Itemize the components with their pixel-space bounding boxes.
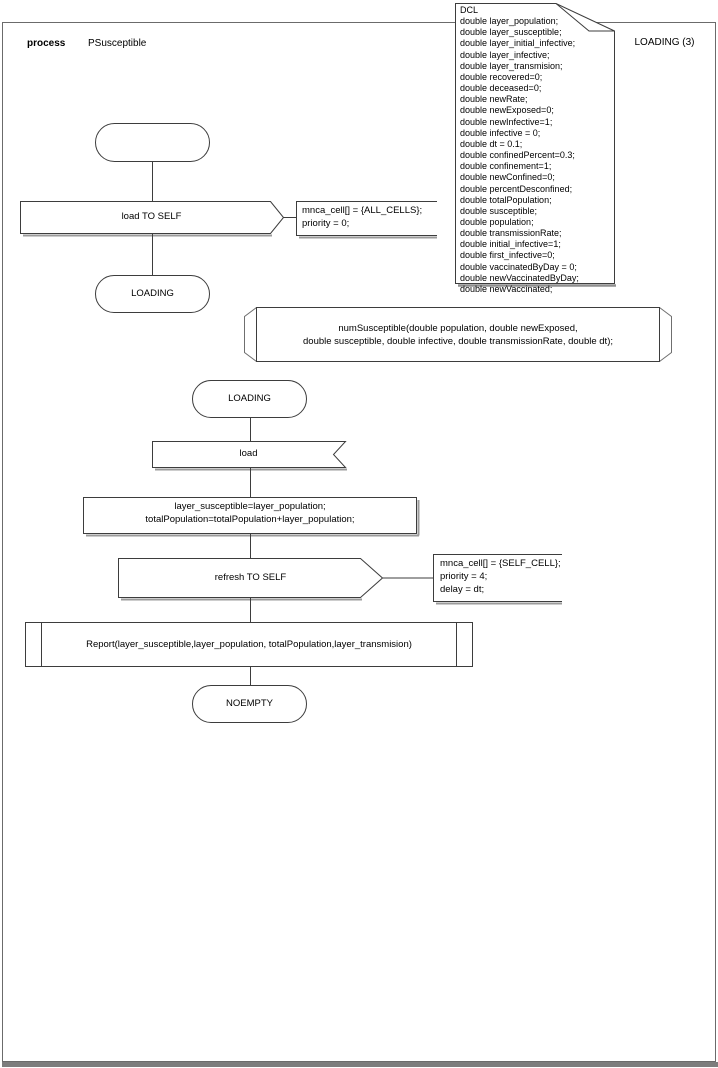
state-symbol-noempty — [192, 685, 307, 723]
task-label: layer_susceptible=layer_population; tota… — [145, 501, 355, 525]
comment-bracket — [296, 201, 437, 236]
dcl-note-symbol — [455, 3, 615, 284]
comment-bracket — [433, 554, 562, 602]
procedure-decl-label: numSusceptible(double population, double… — [303, 323, 613, 347]
process-kind-label: process — [27, 38, 66, 49]
output-load-comment: mnca_cell[] = {ALL_CELLS}; priority = 0; — [302, 205, 423, 229]
dcl-declarations-text: DCL double layer_population; double laye… — [460, 5, 579, 294]
procedure-decl-left-cap — [244, 307, 257, 362]
dcl-note-fold-icon — [555, 3, 615, 32]
output-refresh-comment: mnca_cell[] = {SELF_CELL}; priority = 4;… — [440, 558, 561, 595]
procedure-call-symbol — [25, 622, 473, 667]
state-noempty-label: NOEMPTY — [226, 698, 273, 709]
input-load-label: load — [239, 448, 258, 459]
procedure-decl-symbol — [256, 307, 660, 362]
state-symbol-loading-1 — [95, 275, 210, 313]
input-symbol-load — [152, 441, 347, 468]
output-refresh-label: refresh TO SELF — [214, 572, 287, 583]
process-name: PSusceptible — [88, 38, 147, 49]
state-loading-1-label: LOADING — [131, 288, 174, 299]
state-symbol-loading-2 — [192, 380, 307, 418]
state-loading-2-label: LOADING — [228, 393, 271, 404]
output-symbol-load-to-self — [20, 201, 285, 234]
procedure-call-label: Report(layer_susceptible,layer_populatio… — [86, 639, 412, 650]
state-reference-label: LOADING (3) — [634, 37, 695, 48]
start-symbol — [95, 123, 210, 162]
output-symbol-refresh-to-self — [118, 558, 384, 598]
page-border — [2, 22, 716, 1062]
output-load-label: load TO SELF — [121, 211, 182, 222]
page-border-shadow — [2, 1062, 718, 1067]
procedure-decl-right-cap — [659, 307, 672, 362]
task-symbol — [83, 497, 417, 534]
